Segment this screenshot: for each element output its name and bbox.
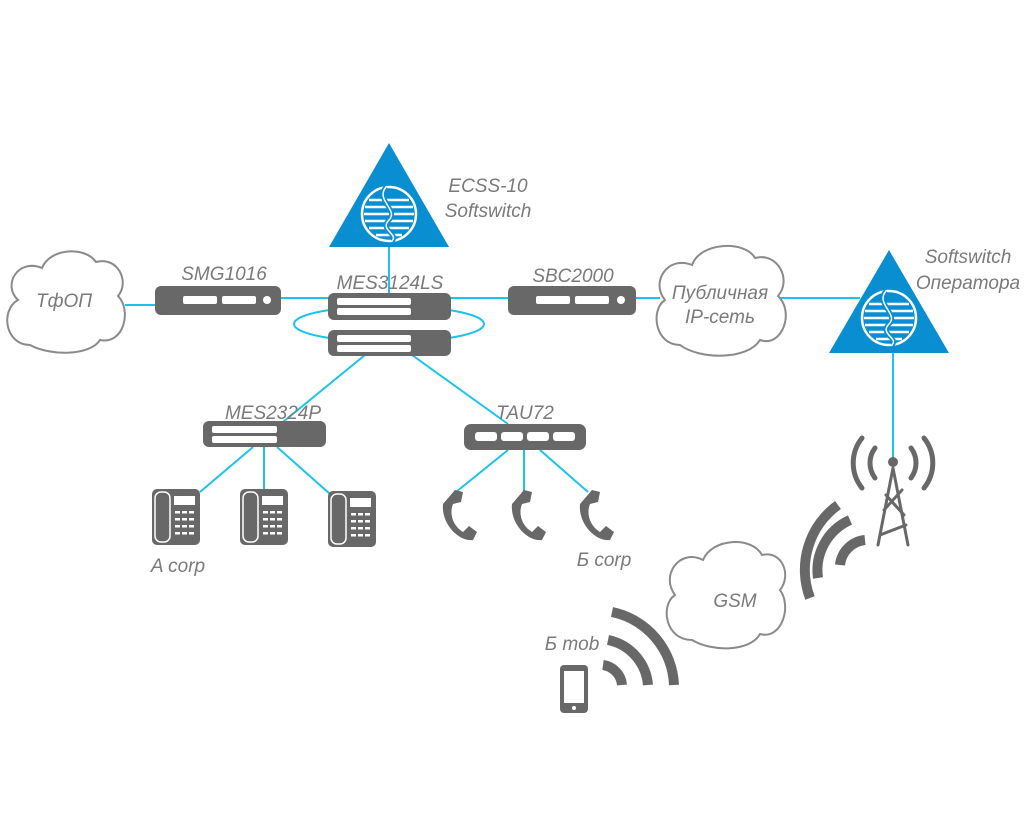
handset-icon[interactable] — [579, 490, 614, 541]
handset-icon[interactable] — [442, 490, 477, 541]
mobile-phone-icon[interactable] — [560, 665, 588, 713]
ecss-label-1: ECSS-10 — [448, 176, 528, 197]
public-ip-label-1: Публичная — [672, 283, 768, 304]
a-corp-label: A corp — [150, 556, 205, 577]
b-corp-label: Б corp — [577, 550, 632, 571]
tau72-label: TAU72 — [496, 403, 554, 424]
ecss10-softswitch[interactable]: ECSS-10 Softswitch — [329, 143, 531, 247]
mes2324p-device[interactable]: MES2324P — [203, 403, 326, 447]
operator-label-1: Softswitch — [925, 247, 1012, 268]
pstn-cloud[interactable]: ТфОП — [6, 250, 126, 354]
smg1016-device[interactable]: SMG1016 — [155, 264, 281, 315]
desk-phone-icon[interactable] — [327, 490, 377, 548]
desk-phone-icon[interactable] — [239, 488, 289, 546]
smg1016-label: SMG1016 — [181, 264, 267, 285]
desk-phone-icon[interactable] — [151, 488, 201, 546]
mes2324p-label: MES2324P — [225, 403, 321, 424]
cell-tower-icon — [850, 435, 936, 547]
gsm-label: GSM — [713, 591, 756, 612]
public-ip-cloud[interactable]: Публичная IP-сеть — [655, 245, 787, 357]
sbc2000-device[interactable]: SBC2000 — [508, 266, 636, 315]
tower-signal-icon — [799, 500, 866, 600]
operator-label-2: Оператора — [916, 273, 1020, 294]
b-mob-label: Б mob — [545, 634, 600, 655]
links — [125, 247, 894, 495]
mes3124ls-device[interactable]: MES3124LS — [328, 273, 451, 356]
tau72-device[interactable]: TAU72 — [464, 403, 586, 450]
gsm-cloud[interactable]: GSM — [665, 541, 787, 650]
pstn-label: ТфОП — [36, 291, 92, 312]
public-ip-label-2: IP-сеть — [685, 307, 755, 328]
mes3124ls-label: MES3124LS — [337, 273, 444, 294]
sbc2000-label: SBC2000 — [532, 266, 614, 287]
ecss-label-2: Softswitch — [445, 201, 532, 222]
operator-softswitch[interactable]: Softswitch Оператора — [829, 247, 1020, 353]
mobile-signal-icon — [601, 607, 679, 686]
handset-icon[interactable] — [511, 490, 546, 541]
